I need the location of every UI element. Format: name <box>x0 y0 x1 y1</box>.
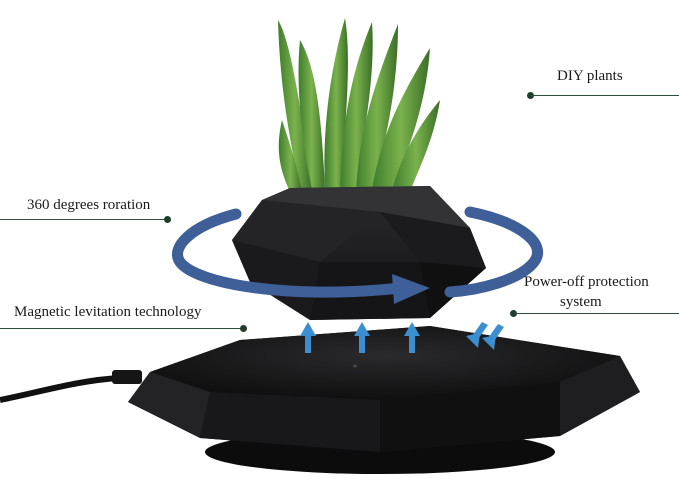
magnetic-base <box>128 326 640 474</box>
rotation-dot <box>164 216 171 223</box>
power-off-label-line1: Power-off protection <box>524 274 649 290</box>
diy-plants-dot <box>527 92 534 99</box>
rotation-line <box>0 219 168 220</box>
power-off-label-line2: system <box>560 294 602 310</box>
rotation-label: 360 degrees roration <box>27 197 151 213</box>
magnetic-label: Magnetic levitation technology <box>14 304 202 320</box>
cactus-plant <box>278 18 440 192</box>
down-arrow-icon <box>466 322 504 350</box>
magnetic-dot <box>240 325 247 332</box>
cable-plug <box>112 370 142 384</box>
geometric-pot <box>232 186 486 320</box>
magnetic-line <box>0 328 244 329</box>
diy-plants-line <box>531 95 679 96</box>
power-off-dot <box>510 310 517 317</box>
power-off-line <box>514 313 679 314</box>
diy-plants-label: DIY plants <box>557 68 623 84</box>
power-cable <box>0 375 121 403</box>
rotation-arrow-icon <box>172 206 544 304</box>
up-arrow-icon <box>300 322 420 353</box>
